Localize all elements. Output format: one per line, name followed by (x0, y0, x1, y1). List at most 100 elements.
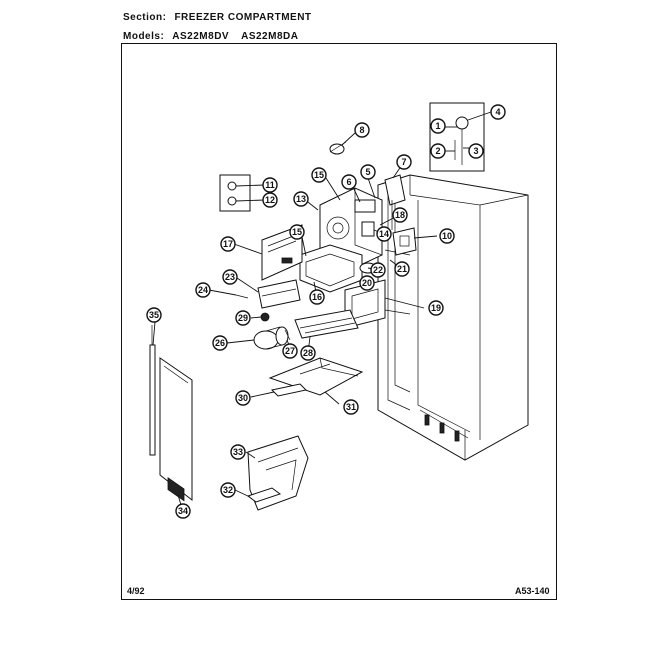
hardware-box (219, 174, 251, 212)
svg-text:31: 31 (346, 402, 356, 412)
svg-text:22: 22 (373, 265, 383, 275)
callout-29: 29 (235, 310, 251, 326)
auger-parts (253, 309, 359, 350)
callout-3: 3 (468, 143, 484, 159)
svg-text:4: 4 (495, 107, 500, 117)
callout-15a: 15 (311, 167, 327, 183)
callout-18: 18 (392, 207, 408, 223)
callout-1: 1 (430, 118, 446, 134)
svg-text:24: 24 (198, 285, 208, 295)
models-label: Models: (123, 31, 165, 42)
svg-text:7: 7 (401, 157, 406, 167)
detail-box (429, 102, 485, 172)
svg-text:10: 10 (442, 231, 452, 241)
svg-text:13: 13 (296, 194, 306, 204)
callout-15b: 15 (289, 224, 305, 240)
front-cover (261, 224, 303, 281)
panel-34 (159, 357, 193, 502)
callout-21: 21 (394, 261, 410, 277)
svg-text:11: 11 (265, 180, 275, 190)
callouts: 1 2 3 4 5 6 7 8 10 11 12 13 14 15 15 16 … (146, 104, 506, 519)
svg-text:30: 30 (238, 393, 248, 403)
callout-24: 24 (195, 282, 211, 298)
svg-text:12: 12 (265, 195, 275, 205)
svg-text:1: 1 (435, 121, 440, 131)
svg-text:20: 20 (362, 278, 372, 288)
callout-13: 13 (293, 191, 309, 207)
callout-28: 28 (300, 345, 316, 361)
section-value: FREEZER COMPARTMENT (174, 12, 312, 23)
callout-22: 22 (370, 262, 386, 278)
svg-text:17: 17 (223, 239, 233, 249)
shelf-31 (268, 357, 364, 397)
svg-text:2: 2 (435, 146, 440, 156)
callout-26: 26 (212, 335, 228, 351)
callout-2: 2 (430, 143, 446, 159)
svg-text:5: 5 (365, 167, 370, 177)
svg-text:23: 23 (225, 272, 235, 282)
motor-26 (253, 330, 279, 350)
trim-35 (149, 325, 156, 456)
footer-date: 4/92 (127, 586, 145, 596)
callout-11: 11 (262, 177, 278, 193)
callout-16: 16 (309, 289, 325, 305)
callout-32: 32 (220, 482, 236, 498)
svg-text:21: 21 (397, 264, 407, 274)
bracket-23 (257, 279, 301, 309)
model-2: AS22M8DA (241, 31, 299, 42)
callout-17: 17 (220, 236, 236, 252)
callout-6: 6 (341, 174, 357, 190)
svg-text:14: 14 (379, 229, 389, 239)
callout-14: 14 (376, 226, 392, 242)
ice-bin (246, 435, 309, 511)
chute-assembly (299, 244, 386, 329)
bracket-10 (392, 227, 417, 256)
callout-34: 34 (175, 503, 191, 519)
diagram-frame (121, 43, 557, 600)
callout-35: 35 (146, 307, 162, 323)
svg-text:8: 8 (359, 125, 364, 135)
callout-7: 7 (396, 154, 412, 170)
rail-30 (270, 383, 308, 397)
callout-8: 8 (354, 122, 370, 138)
svg-text:16: 16 (312, 292, 322, 302)
svg-text:34: 34 (178, 506, 188, 516)
svg-text:29: 29 (238, 313, 248, 323)
section-header: Section: FREEZER COMPARTMENT (123, 12, 312, 23)
section-label: Section: (123, 12, 167, 23)
callout-20: 20 (359, 275, 375, 291)
svg-text:26: 26 (215, 338, 225, 348)
svg-text:28: 28 (303, 348, 313, 358)
callout-31: 31 (343, 399, 359, 415)
cover-17 (261, 224, 303, 281)
side-panel (159, 357, 193, 502)
callout-10: 10 (439, 228, 455, 244)
svg-text:19: 19 (431, 303, 441, 313)
auger-plate (294, 309, 359, 339)
svg-text:6: 6 (346, 177, 351, 187)
callout-27: 27 (282, 343, 298, 359)
callout-12: 12 (262, 192, 278, 208)
svg-text:3: 3 (473, 146, 478, 156)
model-1: AS22M8DV (172, 31, 230, 42)
callout-30: 30 (235, 390, 251, 406)
callout-5: 5 (360, 164, 376, 180)
chute-frame (299, 244, 363, 293)
callout-19: 19 (428, 300, 444, 316)
callout-23: 23 (222, 269, 238, 285)
models-header: Models: AS22M8DV AS22M8DA (123, 31, 298, 42)
bracket (257, 279, 301, 309)
svg-text:35: 35 (149, 310, 159, 320)
callout-4: 4 (490, 104, 506, 120)
callout-33: 33 (230, 444, 246, 460)
svg-text:15: 15 (292, 227, 302, 237)
hardware-detail-box (219, 174, 266, 212)
svg-text:15: 15 (314, 170, 324, 180)
svg-text:27: 27 (285, 346, 295, 356)
trim-strip (149, 344, 156, 456)
footer-page-code: A53-140 (515, 586, 550, 596)
svg-text:32: 32 (223, 485, 233, 495)
bin-cover-32 (246, 487, 282, 503)
valve-detail-box (429, 102, 492, 172)
